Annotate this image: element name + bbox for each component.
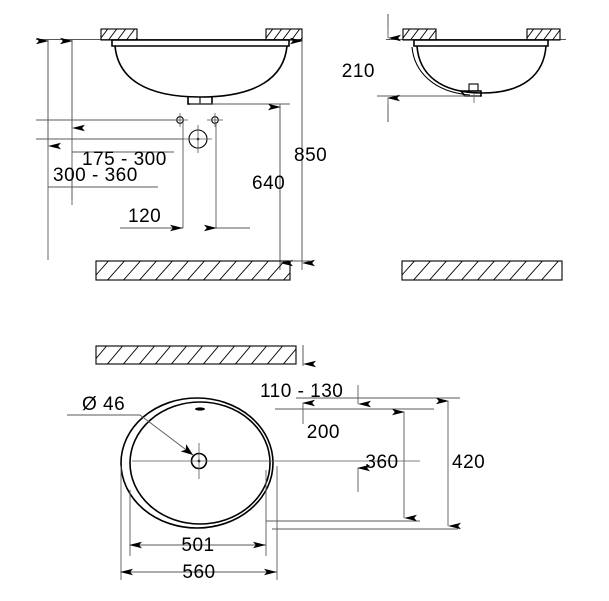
basin-inner-oval (129, 401, 271, 525)
dim-120: 120 (120, 206, 250, 232)
basin-rim-plate-side (413, 39, 549, 47)
plan-view: Ø 46 501 560 (67, 345, 485, 583)
dim-200-label: 200 (307, 422, 340, 443)
basin-bowl-outline-front (114, 45, 288, 98)
dim-210: 210 (342, 14, 401, 122)
front-elevation-view: 175 - 300 300 - 360 120 640 (36, 28, 327, 281)
dim-200: 200 (307, 385, 371, 492)
waste-connection-symbol (184, 125, 212, 153)
dim-360: 360 (365, 408, 417, 522)
dim-360-label: 360 (365, 452, 398, 473)
dim-420-label: 420 (452, 452, 485, 473)
counter-slab-plan (95, 345, 297, 365)
basin-inner-wall-side (411, 46, 471, 96)
dim-850-label: 850 (294, 145, 327, 166)
dim-46-label: Ø 46 (82, 394, 125, 415)
dim-110-130: 110 - 130 (260, 345, 343, 424)
dim-120-label: 120 (128, 206, 161, 227)
dim-640-label: 640 (252, 173, 285, 194)
dim-560-label: 560 (182, 562, 215, 583)
dim-501: 501 (129, 535, 266, 556)
overflow-slot (195, 407, 205, 411)
dim-210-label: 210 (342, 61, 375, 82)
hatch-floor-front (96, 261, 290, 280)
leader-arrow-46 (139, 414, 194, 456)
dim-420: 420 (436, 397, 485, 530)
dim-560: 560 (120, 562, 277, 583)
hatch-counter-plan (96, 346, 296, 364)
dim-300-360: 300 - 360 (36, 37, 158, 188)
dim-300-360-label: 300 - 360 (53, 165, 138, 186)
dim-850: 850 (290, 37, 327, 267)
floor-slab-side (401, 260, 563, 281)
drain-outlet-side (468, 83, 479, 92)
dim-diameter-46: Ø 46 (67, 394, 194, 456)
basin-rim-plate-front (111, 39, 290, 47)
dim-175-300: 175 - 300 (60, 37, 174, 170)
basin-bowl-outline-side (416, 45, 547, 94)
hatch-floor-side (402, 261, 560, 280)
dim-501-label: 501 (181, 535, 214, 556)
basin-outer-oval (120, 397, 274, 529)
floor-slab-front (95, 260, 291, 281)
drain-hole-plan (132, 443, 420, 479)
dim-110-130-label: 110 - 130 (260, 381, 343, 402)
dim-640: 640 (252, 103, 293, 267)
side-elevation-view: 210 (342, 14, 566, 281)
dim-175-300-label: 175 - 300 (82, 149, 167, 170)
